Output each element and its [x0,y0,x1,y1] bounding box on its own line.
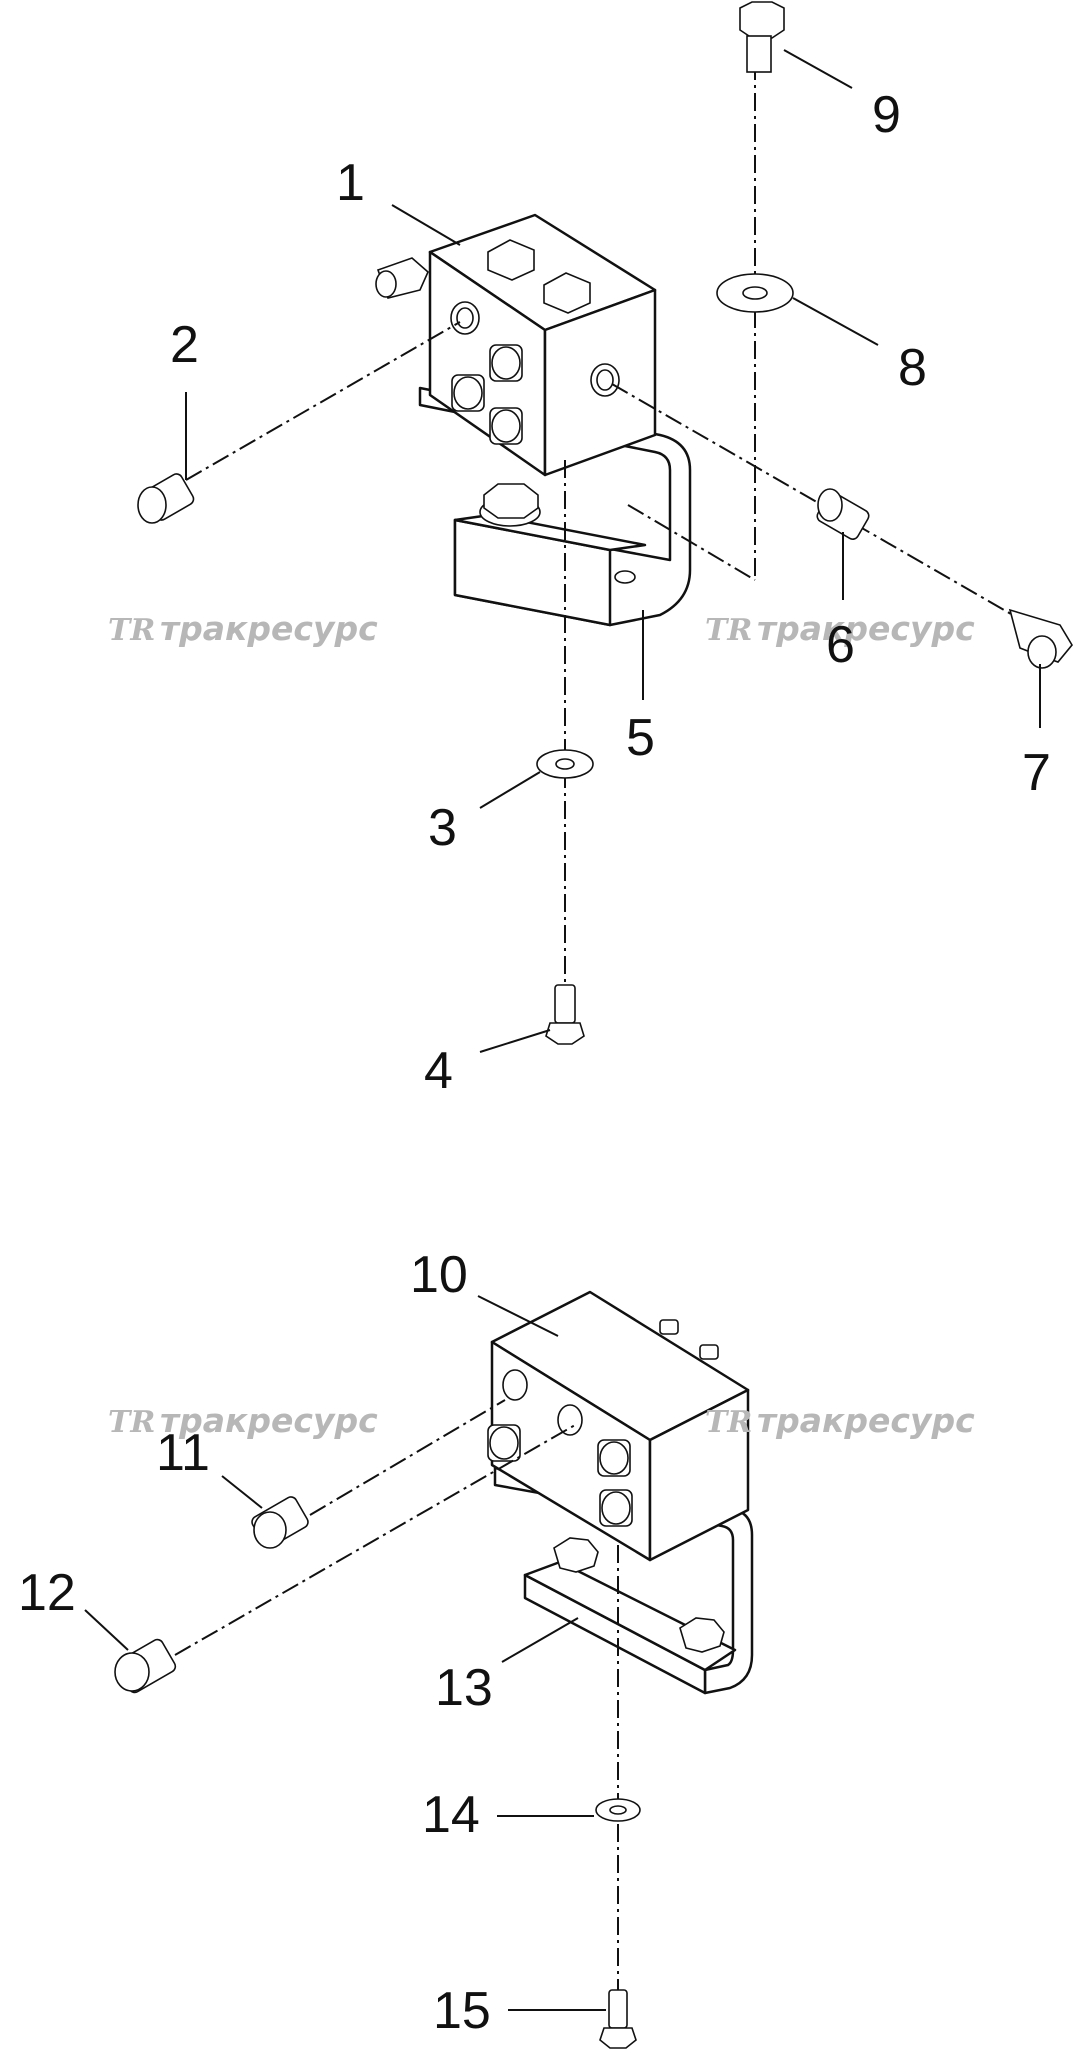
callout-6: 6 [826,616,855,674]
callout-15: 15 [433,1982,491,2040]
washer-icon-14 [595,1798,641,1822]
bolt-icon-15 [599,1989,637,2049]
watermark-text: тракресурс [160,609,378,648]
watermark-text: тракресурс [160,1401,378,1440]
watermark-logo: TR [108,1405,155,1440]
watermark-logo: TR [705,613,752,648]
bolt-icon-4 [545,984,585,1045]
bracket-bottom [493,1466,754,1695]
watermark-text: тракресурс [757,1401,975,1440]
watermark-1: TR тракресурс [108,609,378,648]
callout-14: 14 [422,1786,480,1844]
callout-13: 13 [435,1659,493,1717]
washer-icon-3 [536,749,594,779]
fitting-icon-6 [816,488,870,540]
valve-block-top [375,213,657,527]
callout-7: 7 [1022,744,1051,802]
callout-11: 11 [156,1424,210,1482]
watermark-text: тракресурс [757,609,975,648]
elbow-fitting-icon-7 [1008,608,1073,669]
callout-8: 8 [898,339,927,397]
callout-3: 3 [428,799,457,857]
callout-5: 5 [626,709,655,767]
callout-2: 2 [170,316,199,374]
watermark-logo: TR [705,1405,752,1440]
callout-9: 9 [872,86,901,144]
washer-icon-8 [716,273,794,313]
valve-block-bottom [487,1290,750,1562]
watermark-4: TR тракресурс [705,1401,975,1440]
callout-12: 12 [18,1564,76,1622]
callout-1: 1 [336,154,365,212]
bolt-icon-9 [739,1,785,73]
watermark-3: TR тракресурс [108,1401,378,1440]
leader-lines-bottom [84,1295,606,2011]
callout-10: 10 [410,1246,468,1304]
callout-4: 4 [424,1042,453,1100]
fitting-icon-11 [251,1496,309,1549]
leader-lines-top [185,49,1041,1053]
watermark-2: TR тракресурс [705,609,975,648]
fitting-icon-12 [114,1638,177,1694]
fitting-icon-2 [137,473,195,524]
bracket-top [418,386,692,627]
watermark-logo: TR [108,613,155,648]
